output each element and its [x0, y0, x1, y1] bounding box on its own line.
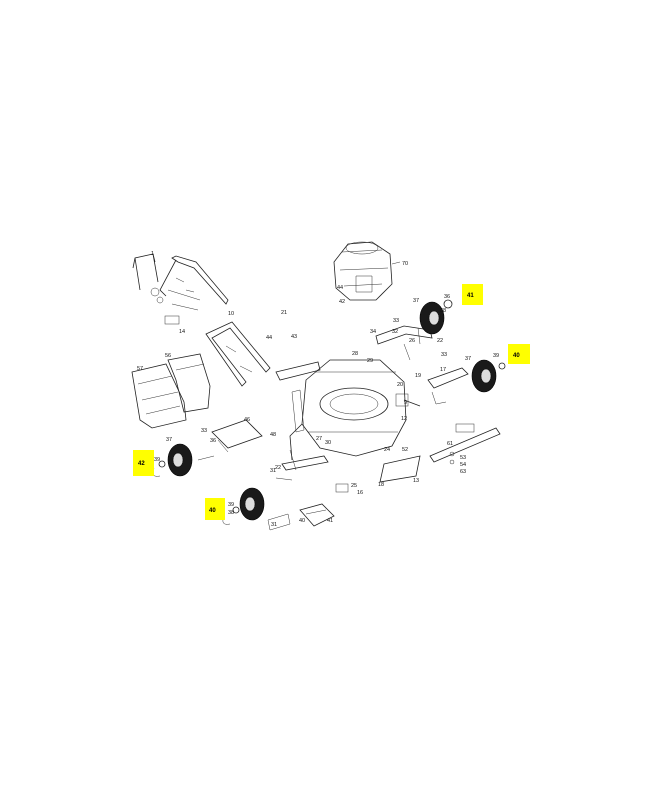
mower-deck [275, 359, 421, 461]
lower-handle [205, 321, 271, 387]
part-label: 42 [339, 299, 345, 305]
front-axle-right [375, 325, 433, 361]
part-label: 40 [299, 518, 305, 524]
part-label: 52 [402, 447, 408, 453]
part-label: 44 [337, 285, 343, 291]
part-label: 20 [397, 382, 403, 388]
part-label: 41 [327, 518, 333, 524]
part-label: 9 [404, 400, 407, 406]
part-label: 70 [402, 261, 408, 267]
engine [333, 241, 401, 301]
part-label: 33 [393, 318, 399, 324]
part-label: 39 [154, 457, 160, 463]
part-label: 61 [447, 441, 453, 447]
part-label: 34 [370, 329, 376, 335]
part-label: 39 [228, 502, 234, 508]
part-label: 24 [384, 447, 390, 453]
part-label: 54 [460, 462, 466, 468]
part-label: 44 [266, 335, 272, 341]
part-label: 57 [137, 366, 143, 372]
part-label: 33 [201, 428, 207, 434]
part-label: 22 [437, 338, 443, 344]
part-label: 21 [281, 310, 287, 316]
part-label: 36 [210, 438, 216, 444]
part-label: 26 [409, 338, 415, 344]
part-label: 37 [465, 356, 471, 362]
part-label: 38 [440, 308, 446, 314]
wheel-right [471, 359, 506, 393]
part-label: 31 [271, 522, 277, 528]
part-label: 10 [228, 311, 234, 317]
callout-number: 41 [467, 293, 474, 299]
part-label: 16 [357, 490, 363, 496]
upper-handle [132, 253, 229, 325]
part-label: 31 [270, 468, 276, 474]
part-label: 18 [378, 482, 384, 488]
wheel-left [152, 443, 193, 477]
highlight-callout-42: 42 [133, 450, 154, 476]
part-label: 12 [401, 416, 407, 422]
part-label: 28 [352, 351, 358, 357]
callout-number: 40 [513, 353, 520, 359]
rear-axle-left [275, 449, 329, 481]
left-axle [197, 419, 263, 461]
highlight-callout-41: 41 [462, 284, 483, 305]
part-label: 1 [151, 251, 154, 257]
part-label: 32 [392, 329, 398, 335]
part-label: 19 [415, 373, 421, 379]
part-label: 33 [441, 352, 447, 358]
part-label: 29 [367, 358, 373, 364]
highlight-callout-40-right: 40 [508, 344, 530, 364]
part-label: 25 [351, 483, 357, 489]
part-label: 37 [413, 298, 419, 304]
highlight-callout-40-left: 40 [205, 498, 225, 520]
part-label: 63 [460, 469, 466, 475]
part-label: 53 [460, 455, 466, 461]
part-label: 39 [493, 353, 499, 359]
part-number-labels: 1 70 44 42 21 43 44 37 36 38 33 34 32 26… [137, 251, 499, 528]
bottom-small-parts [267, 483, 349, 531]
part-label: 17 [440, 367, 446, 373]
part-label: 43 [291, 334, 297, 340]
part-label: 13 [413, 478, 419, 484]
part-label: 30 [325, 440, 331, 446]
part-label: 38 [228, 510, 234, 516]
part-label: 46 [244, 417, 250, 423]
rear-axle-right [395, 367, 469, 407]
part-label: 27 [316, 436, 322, 442]
part-label: 14 [179, 329, 185, 335]
part-label: 56 [165, 353, 171, 359]
part-label: 37 [166, 437, 172, 443]
wheel-bottom [222, 487, 265, 525]
part-label: 36 [444, 294, 450, 300]
part-label: 48 [270, 432, 276, 438]
callout-number: 40 [209, 508, 216, 514]
blade-assembly [379, 423, 501, 483]
callout-number: 42 [138, 461, 145, 467]
grass-bag [131, 353, 211, 429]
wheel-top-right [419, 299, 453, 335]
part-label: 22 [275, 465, 281, 471]
